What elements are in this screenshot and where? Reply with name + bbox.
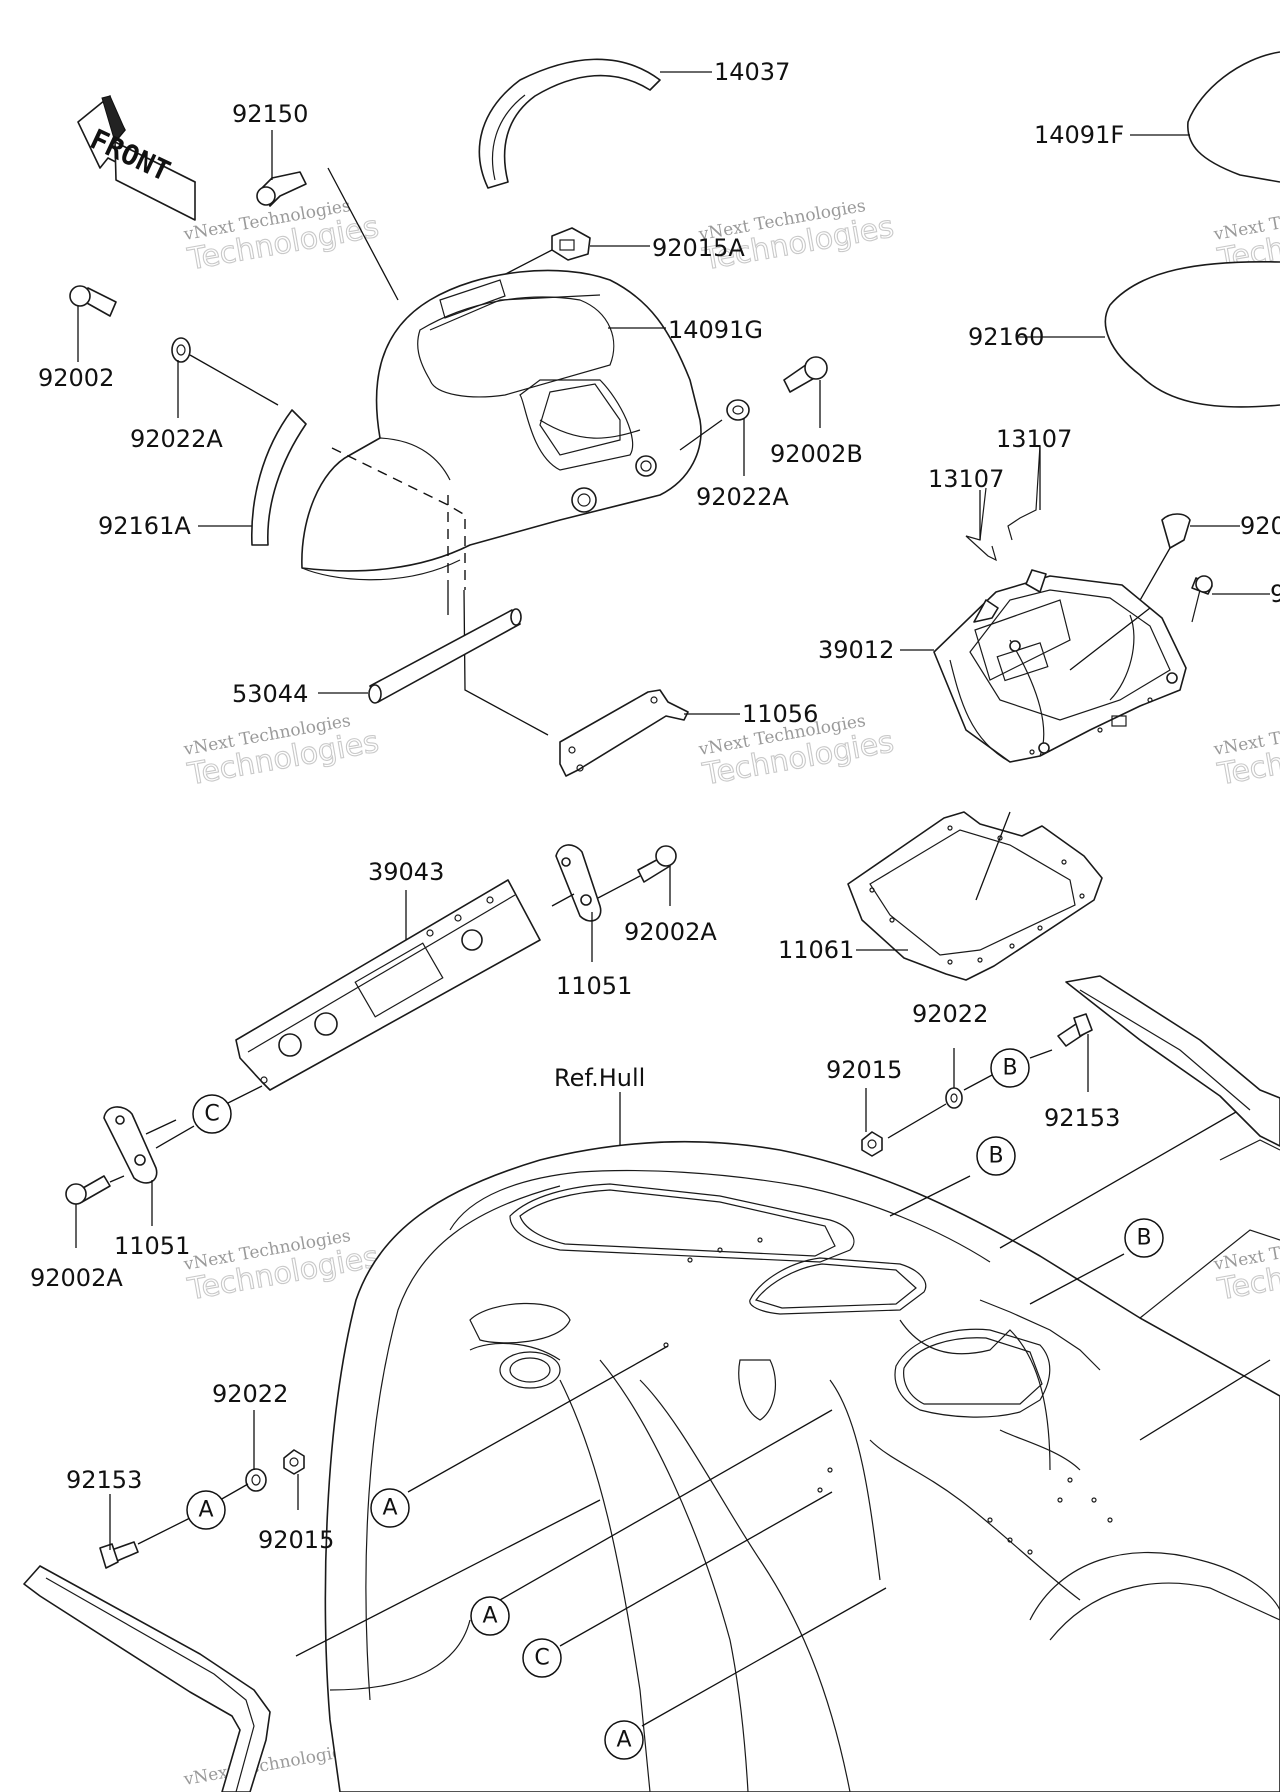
ref-circle-c: C bbox=[522, 1638, 562, 1678]
label-9-cut: 9 bbox=[1270, 580, 1280, 608]
label-13107-a: 13107 bbox=[928, 465, 1004, 493]
ref-circle-b: B bbox=[990, 1048, 1030, 1088]
svg-text:B: B bbox=[1136, 1226, 1151, 1251]
front-arrow-icon: FRONT bbox=[77, 95, 196, 221]
part-92015A-clip bbox=[551, 227, 591, 261]
part-11051-plate-top bbox=[555, 844, 602, 922]
part-13107-springs bbox=[965, 444, 1041, 562]
ref-circle-a: A bbox=[604, 1720, 644, 1760]
part-grommet bbox=[1161, 513, 1191, 549]
ref-hull bbox=[324, 1140, 1280, 1792]
label-920-cut: 920 bbox=[1240, 512, 1280, 540]
part-53044-tube bbox=[368, 608, 522, 704]
label-92153-mid: 92153 bbox=[1044, 1104, 1120, 1132]
ref-circle-c: C bbox=[192, 1094, 232, 1134]
watermark: vNext Technologies Technologies bbox=[181, 711, 382, 793]
label-92022A-left: 92022A bbox=[130, 425, 223, 453]
part-92002B-bolt bbox=[783, 356, 828, 393]
deck-rail-right bbox=[1065, 975, 1280, 1161]
svg-text:vNext Technologies: vNext Technologies bbox=[181, 1741, 352, 1790]
watermark: vNext Technologies Technologies bbox=[181, 196, 382, 278]
label-92160: 92160 bbox=[968, 323, 1044, 351]
label-53044: 53044 bbox=[232, 680, 308, 708]
label-92150: 92150 bbox=[232, 100, 308, 128]
part-92022-washer-mid bbox=[945, 1087, 963, 1109]
watermark: vNext Technologies bbox=[181, 1741, 352, 1790]
label-92015-bot: 92015 bbox=[258, 1526, 334, 1554]
label-11061: 11061 bbox=[778, 936, 854, 964]
label-92015A: 92015A bbox=[652, 234, 745, 262]
svg-text:C: C bbox=[204, 1102, 219, 1127]
part-14091G-console bbox=[301, 269, 702, 581]
svg-text:C: C bbox=[534, 1646, 549, 1671]
ref-circle-a: A bbox=[470, 1596, 510, 1636]
part-11061-gasket bbox=[847, 811, 1103, 981]
label-11056: 11056 bbox=[742, 700, 818, 728]
part-92150-bolt bbox=[256, 171, 307, 207]
part-92022-washer-bot bbox=[245, 1468, 267, 1492]
ref-circle-a: A bbox=[370, 1488, 410, 1528]
label-14037: 14037 bbox=[714, 58, 790, 86]
label-92002A-top: 92002A bbox=[624, 918, 717, 946]
svg-text:A: A bbox=[482, 1604, 497, 1629]
ref-circle-a: A bbox=[186, 1490, 226, 1530]
label-13107-b: 13107 bbox=[996, 425, 1072, 453]
part-11051-plate-left bbox=[103, 1106, 158, 1184]
label-92161A: 92161A bbox=[98, 512, 191, 540]
part-92015-nut-bot bbox=[283, 1449, 305, 1475]
svg-text:B: B bbox=[988, 1144, 1003, 1169]
part-screw bbox=[1191, 575, 1213, 623]
part-92160-pad bbox=[1104, 260, 1280, 408]
svg-text:A: A bbox=[616, 1728, 631, 1753]
ref-circle-b: B bbox=[1124, 1218, 1164, 1258]
label-92022A-right: 92022A bbox=[696, 483, 789, 511]
part-92022A-washer-left bbox=[171, 337, 191, 363]
label-14091G: 14091G bbox=[668, 316, 763, 344]
svg-text:B: B bbox=[1002, 1056, 1017, 1081]
watermark: vNext Technologies Technologies bbox=[1211, 711, 1280, 793]
part-92002A-bolt-left bbox=[65, 1175, 111, 1205]
label-92002: 92002 bbox=[38, 364, 114, 392]
part-39043-panel bbox=[235, 879, 541, 1091]
svg-text:A: A bbox=[382, 1496, 397, 1521]
label-92002A-left: 92002A bbox=[30, 1264, 123, 1292]
label-39043: 39043 bbox=[368, 858, 444, 886]
label-92022-bot: 92022 bbox=[212, 1380, 288, 1408]
svg-text:A: A bbox=[198, 1498, 213, 1523]
part-92022A-washer-right bbox=[726, 399, 750, 421]
watermark: vNext Technologies Technologies bbox=[181, 1226, 382, 1308]
watermark: vNext Technologies Technologies bbox=[1211, 1226, 1280, 1308]
label-11051-top: 11051 bbox=[556, 972, 632, 1000]
part-92002-bolt bbox=[69, 285, 117, 317]
part-92153-clip-bot bbox=[99, 1541, 139, 1569]
part-14037-handle bbox=[478, 58, 661, 189]
label-92002B: 92002B bbox=[770, 440, 863, 468]
part-92161A-strip bbox=[250, 409, 307, 546]
label-92022-mid: 92022 bbox=[912, 1000, 988, 1028]
label-11051-left: 11051 bbox=[114, 1232, 190, 1260]
label-92015-mid: 92015 bbox=[826, 1056, 902, 1084]
part-14091F-cover bbox=[1187, 51, 1280, 183]
label-39012: 39012 bbox=[818, 636, 894, 664]
part-92015-nut-mid bbox=[861, 1131, 883, 1157]
deck-rail-left bbox=[23, 1565, 271, 1792]
label-14091F: 14091F bbox=[1034, 121, 1124, 149]
part-39012-meter-housing bbox=[933, 569, 1187, 763]
label-ref-hull: Ref.Hull bbox=[554, 1064, 645, 1092]
label-92153-bot: 92153 bbox=[66, 1466, 142, 1494]
part-92153-clip-mid bbox=[1057, 1013, 1093, 1047]
part-11056-bracket bbox=[559, 689, 689, 777]
ref-circle-b: B bbox=[976, 1136, 1016, 1176]
